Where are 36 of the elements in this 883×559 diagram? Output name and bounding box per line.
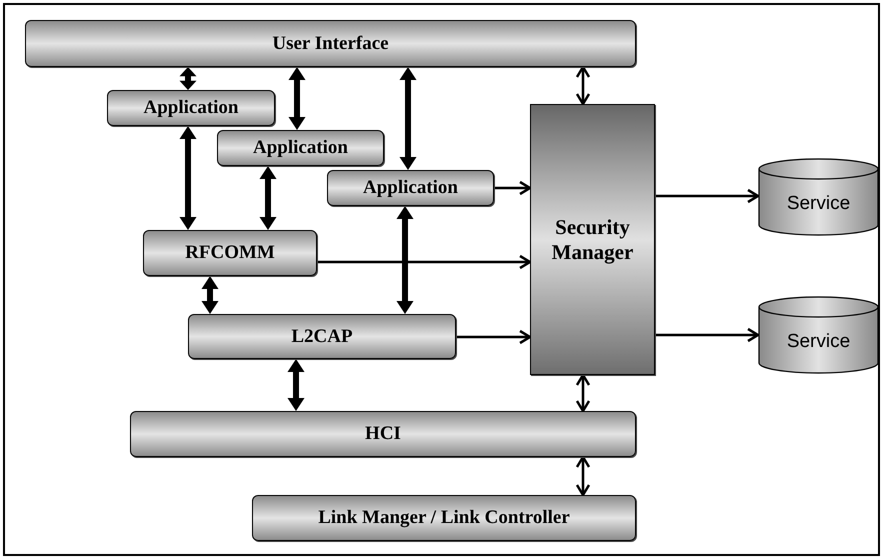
protocol-box [143,230,317,276]
node-label: Link Manger / Link Controller [318,507,570,529]
arrow [655,328,760,342]
arrow [180,126,196,230]
node-label: Security Manager [550,215,634,264]
protocol-box [188,314,456,359]
arrow [400,67,416,170]
node-label: Application [252,137,348,159]
application-box [327,170,494,206]
arrow [655,188,760,204]
node-label: Service [786,330,850,354]
layer-bar [252,495,636,541]
node-label: Service [786,192,850,216]
node-label: L2CAP [291,326,353,348]
node-label: HCI [365,423,401,445]
application-box [217,130,384,166]
node-label: User Interface [272,32,389,54]
arrow [288,359,304,411]
arrow [288,67,306,130]
arrow [260,166,276,230]
application-box [107,90,275,126]
arrow [180,67,196,90]
arrow [317,254,532,270]
arrow [456,330,532,344]
arrow [576,374,590,412]
node-label: Application [143,97,239,119]
security-manager-box [530,104,655,375]
arrow [396,206,414,314]
node-label: RFCOMM [185,242,275,264]
arrow [202,276,218,314]
node-label: Application [362,177,458,199]
layer-bar [25,20,636,67]
arrow [576,66,590,106]
arrow [494,180,532,196]
arrow [576,456,590,496]
layer-bar [130,411,636,457]
